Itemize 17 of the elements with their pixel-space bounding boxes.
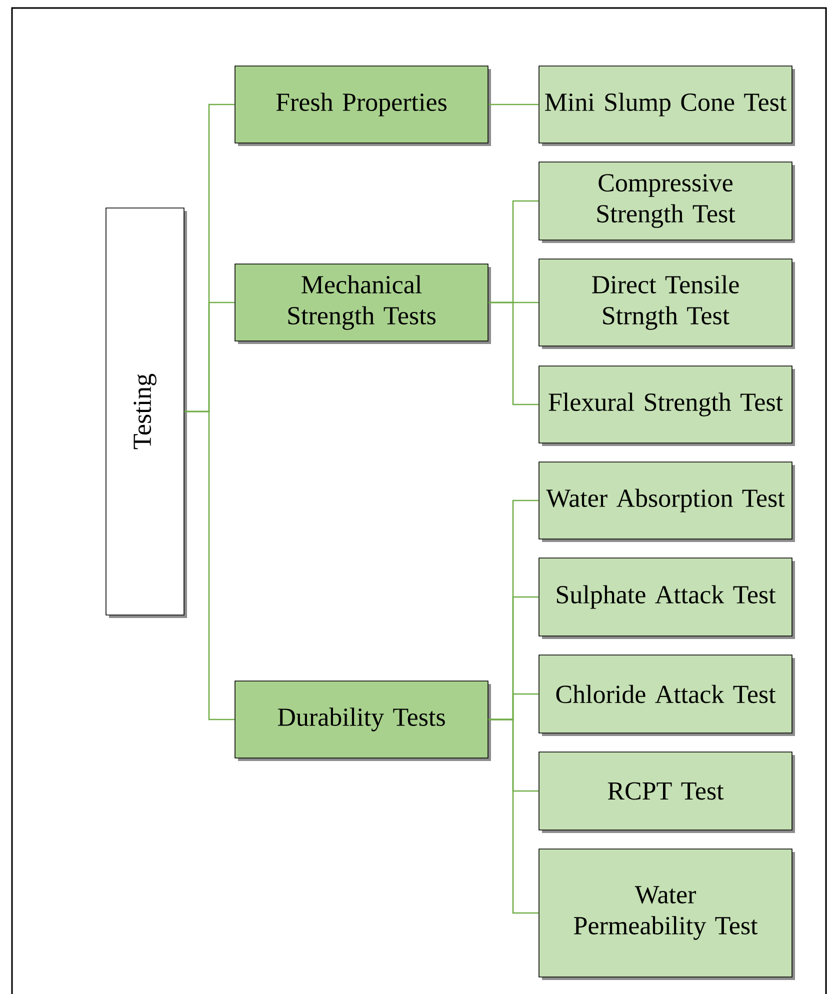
connector-line: [488, 718, 539, 914]
connector-line: [488, 104, 539, 106]
test-box: Water Permeability Test: [538, 848, 795, 980]
connector-line: [488, 302, 539, 406]
test-box: Chloride Attack Test: [538, 654, 795, 736]
category-box: Fresh Properties: [234, 66, 491, 146]
test-box: Compressive Strength Test: [538, 162, 795, 243]
category-box: Durability Tests: [234, 680, 491, 761]
connector-line: [184, 410, 235, 720]
test-box: Direct Tensile Strngth Test: [538, 258, 795, 349]
test-box: RCPT Test: [538, 752, 795, 833]
category-box: Mechanical Strength Tests: [234, 264, 491, 344]
test-box: Flexural Strength Test: [538, 366, 795, 446]
test-box: Mini Slump Cone Test: [538, 66, 795, 146]
test-box: Sulphate Attack Test: [538, 558, 795, 639]
root-box: Testing: [106, 208, 187, 618]
test-box: Water Absorption Test: [538, 462, 795, 542]
